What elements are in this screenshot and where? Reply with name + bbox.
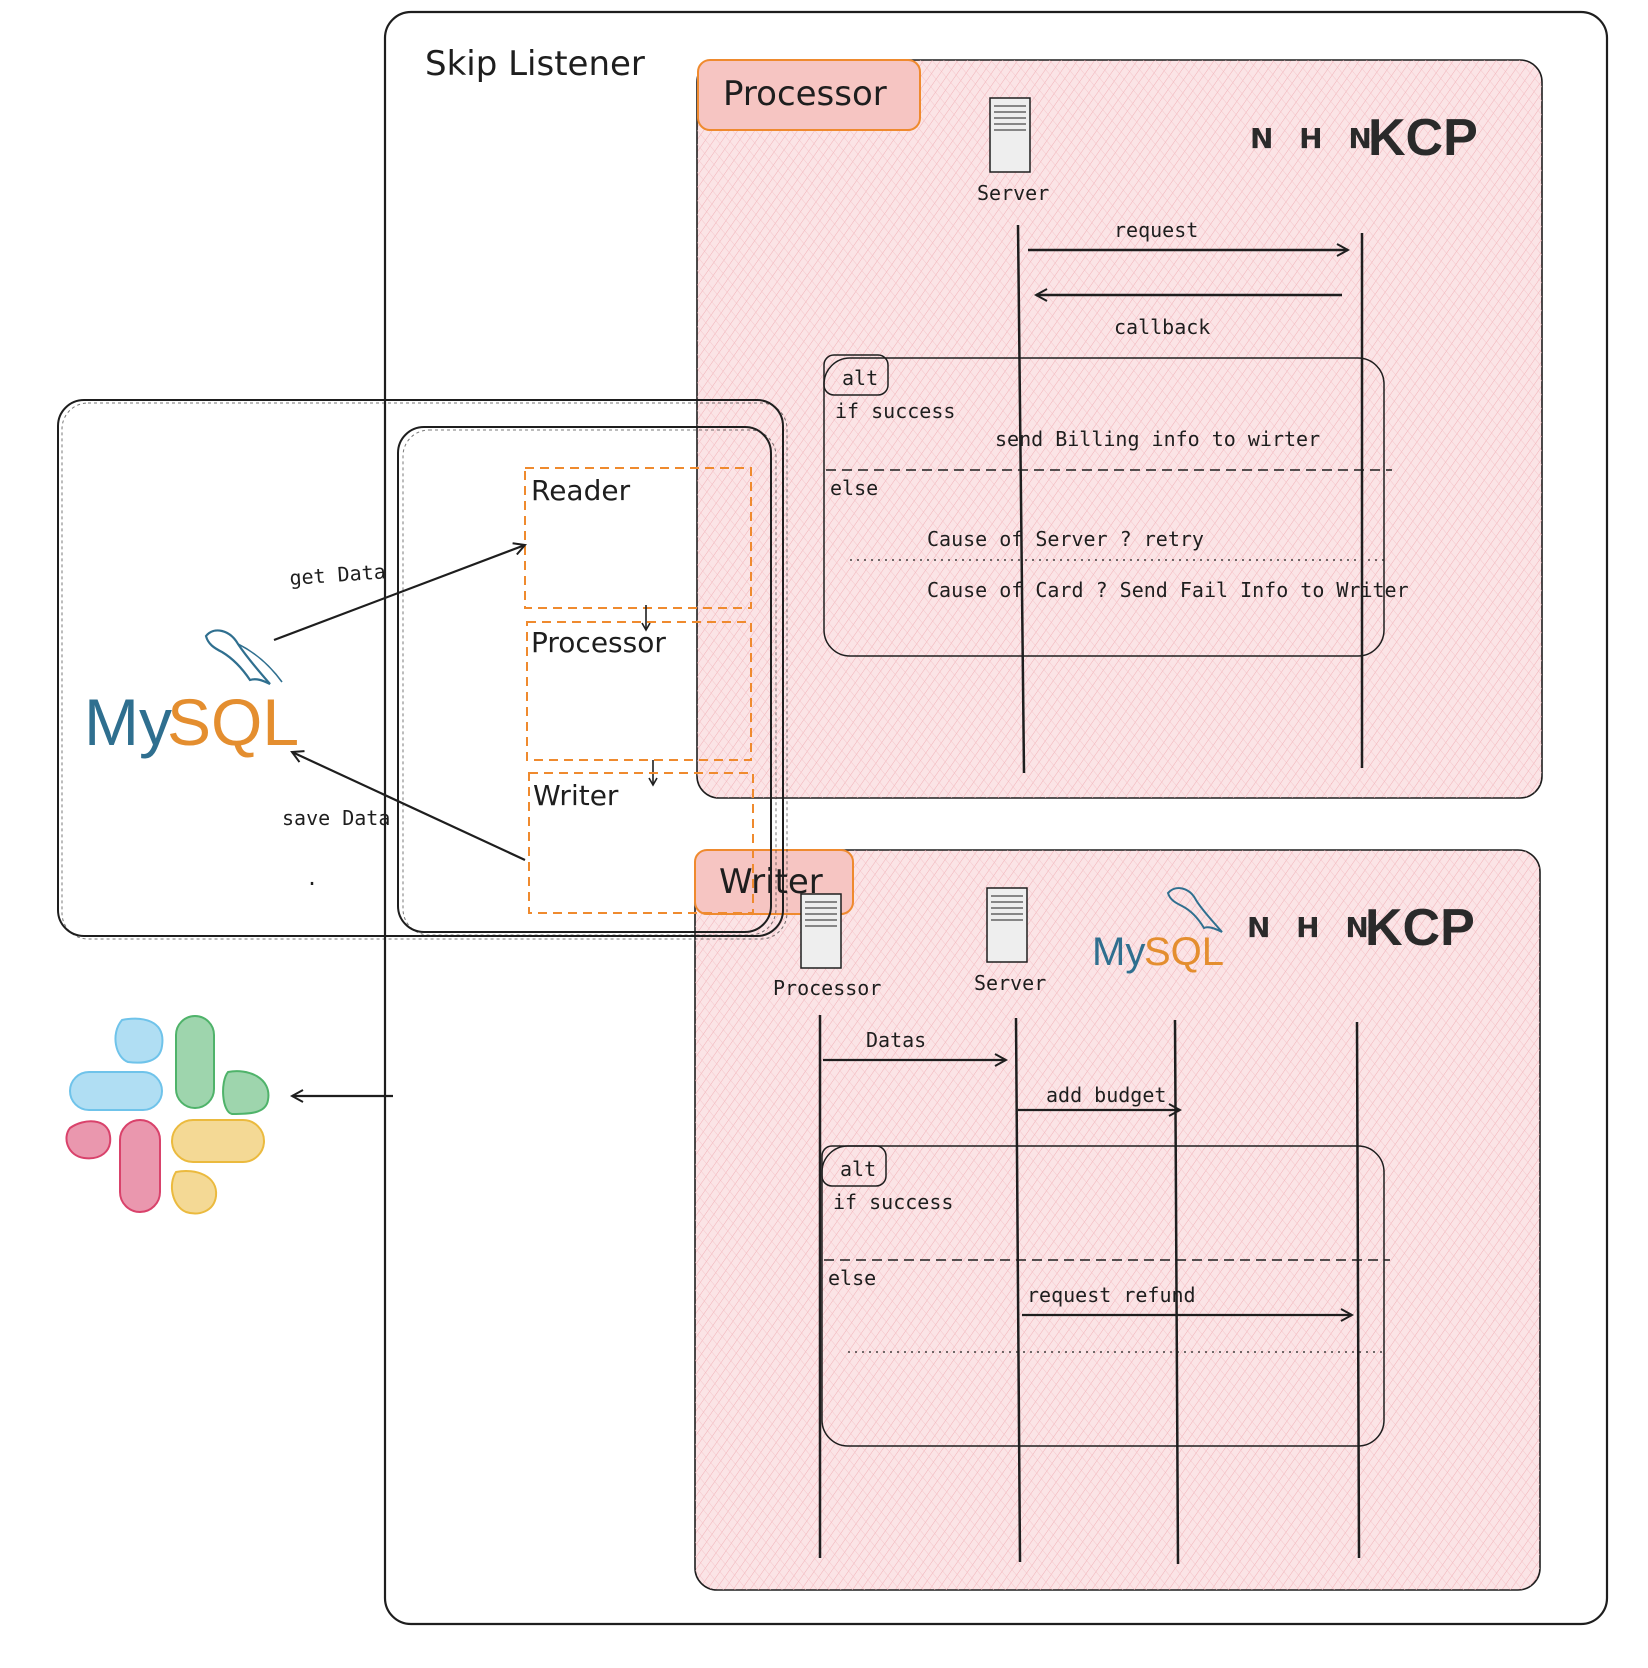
svg-text:My: My [1092, 930, 1145, 974]
server-icon [989, 97, 1031, 173]
request-refund-label: request refund [1027, 1283, 1196, 1307]
stray-dot: . [306, 866, 318, 890]
server-icon [986, 887, 1028, 963]
processor-box [526, 621, 752, 761]
writer-panel: Writer Processor Server My SQL N H N KCP [694, 849, 1541, 1591]
alt-tag [823, 354, 889, 396]
get-data-arrow [273, 545, 525, 642]
if-success-label: if success [833, 1190, 953, 1214]
server-label: Server [974, 971, 1046, 995]
server-label: Server [977, 181, 1049, 205]
batch-outer-frame-shadow [61, 402, 788, 940]
svg-text:My: My [84, 685, 172, 759]
else-label: else [830, 476, 878, 500]
kcp-logo: KCP [1368, 109, 1478, 167]
batch-outer-frame [57, 399, 784, 937]
mysql-logo: My SQL [84, 629, 299, 759]
processor-server-icon [800, 893, 842, 969]
svg-text:SQL: SQL [1144, 930, 1224, 974]
retry-message: Cause of Server ? retry [927, 527, 1204, 551]
processor-tag [697, 59, 921, 131]
server-lifeline [1014, 1017, 1022, 1563]
alt-frame [821, 1145, 1385, 1447]
if-success-label: if success [835, 399, 955, 423]
slack-logo [65, 1015, 270, 1215]
alt-label: alt [842, 366, 878, 390]
request-label: request [1114, 218, 1198, 242]
kcp-nhn-text: N H N [1247, 911, 1377, 944]
save-data-label: save Data [282, 806, 390, 830]
processor-label: Processor [773, 976, 881, 1000]
batch-inner-frame-shadow [402, 429, 777, 936]
alt-frame [823, 357, 1385, 657]
get-data-label: get Data [289, 559, 387, 590]
reader-label: Reader [531, 474, 631, 507]
skip-listener-frame [383, 10, 1609, 1626]
save-data-arrow [292, 752, 526, 861]
datas-label: Datas [866, 1028, 926, 1052]
add-budget-label: add budget [1046, 1083, 1166, 1107]
else-label: else [828, 1266, 876, 1290]
processor-tag-label: Processor [723, 74, 887, 114]
batch-inner-frame [397, 426, 772, 933]
skip-listener-title: Skip Listener [425, 44, 645, 84]
alt-label: alt [840, 1157, 876, 1181]
kcp-nhn-text: N H N [1250, 122, 1380, 155]
fail-message: Cause of Card ? Send Fail Info to Writer [927, 578, 1409, 602]
server-lifeline [1016, 224, 1026, 774]
svg-text:SQL: SQL [167, 685, 299, 759]
success-message: send Billing info to wirter [995, 427, 1320, 451]
callback-label: callback [1114, 315, 1210, 339]
processor-step-label: Processor [531, 626, 666, 659]
processor-panel: Processor Server N H N KCP request callb… [696, 59, 1543, 799]
reader-box [524, 467, 752, 609]
kcp-logo: KCP [1365, 899, 1475, 957]
mysql-logo-small: My SQL [1092, 887, 1224, 974]
writer-step-label: Writer [533, 779, 619, 812]
writer-box [528, 772, 754, 914]
kcp-lifeline [1355, 1021, 1361, 1559]
alt-tag [821, 1145, 887, 1187]
